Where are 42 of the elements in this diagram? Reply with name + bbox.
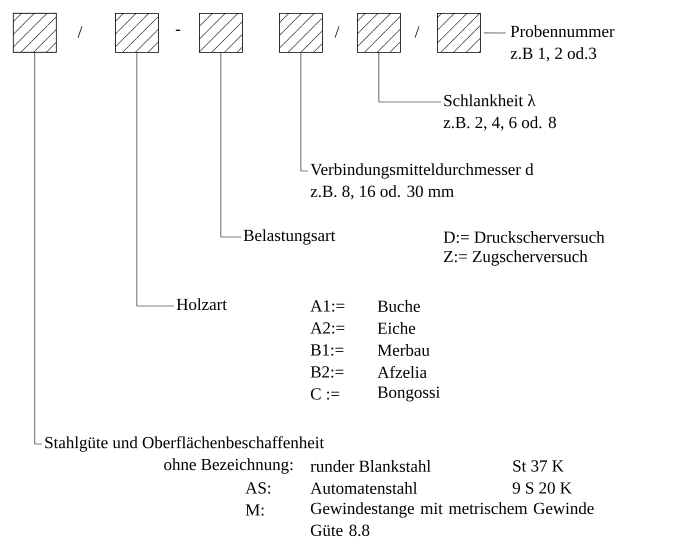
- code-definition: St 37 K: [513, 460, 564, 472]
- code-definition: Automatenstahl: [310, 482, 418, 494]
- separator-symbol: /: [414, 26, 420, 38]
- leader-line: [484, 32, 506, 34]
- code-definition: B1:=: [310, 344, 344, 356]
- hatched-box: [12, 12, 57, 53]
- code-definition: Merbau: [378, 344, 430, 356]
- leader-line: [136, 52, 174, 306]
- code-definition: Eiche: [378, 322, 416, 334]
- separator-symbol: /: [334, 26, 340, 38]
- hatched-box: [115, 13, 159, 53]
- code-definition: D:= Druckscherversuch: [444, 231, 604, 243]
- callout-text: Holzart: [176, 298, 227, 310]
- code-definition: A2:=: [310, 322, 344, 334]
- separator-symbol: -: [176, 30, 180, 31]
- code-definition: runder Blankstahl: [310, 460, 431, 472]
- code-definition: A1:=: [310, 300, 344, 312]
- code-definition: Afzelia: [377, 366, 427, 378]
- callout-text: Verbindungsmitteldurchmesser d z.B. 8, 16 od. 30 mm: [310, 163, 534, 200]
- hatched-box: [279, 13, 323, 53]
- code-definition: AS:: [245, 482, 270, 494]
- callout-text: Belastungsart: [244, 229, 336, 245]
- code-definition: C :=: [310, 388, 340, 400]
- code-definition: B2:=: [310, 366, 344, 378]
- code-definition: 9 S 20 K: [512, 482, 572, 494]
- code-definition: ohne Bezeichnung:: [164, 458, 292, 474]
- code-definition: Buche: [378, 300, 420, 312]
- hatched-box: [357, 13, 401, 53]
- leader-line: [378, 52, 442, 102]
- code-definition: Gewindestange mit metrischem Gewinde Güte 8.8: [310, 502, 594, 536]
- callout-text: Schlankheit λ z.B. 2, 4, 6 od. 8: [444, 94, 556, 131]
- callout-text: Stahlgüte und Oberflächenbeschaffenheit: [45, 436, 324, 452]
- separator-symbol: /: [78, 26, 82, 38]
- hatched-box: [199, 13, 243, 53]
- hatched-box: [437, 13, 481, 53]
- code-definition: Z:= Zugscherversuch: [444, 250, 588, 266]
- leader-line: [34, 52, 42, 444]
- code-definition: Bongossi: [378, 386, 440, 402]
- code-definition: M:: [246, 504, 264, 516]
- leader-line: [300, 52, 308, 172]
- leader-line: [220, 52, 242, 238]
- callout-text: Probennummer z.B 1, 2 od.3: [510, 25, 614, 62]
